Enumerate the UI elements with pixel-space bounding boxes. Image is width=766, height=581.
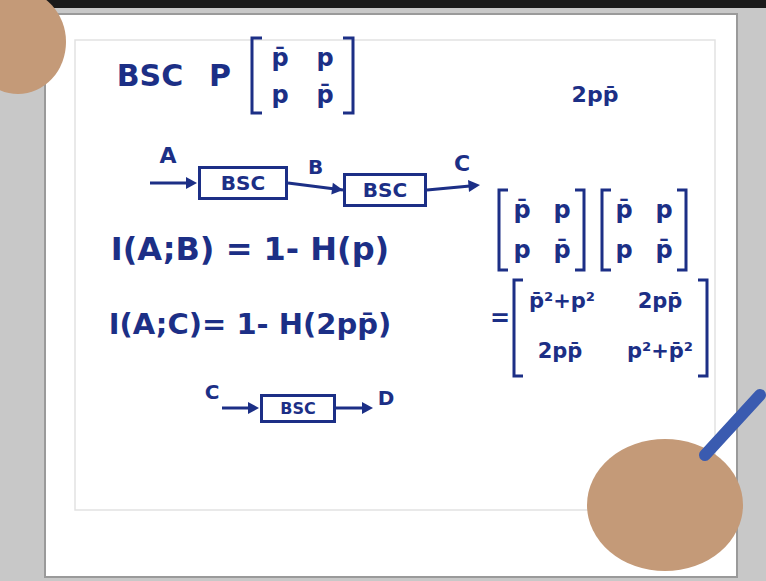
top-bar xyxy=(0,0,766,8)
box-label: BSC xyxy=(280,399,315,418)
paper-frame xyxy=(75,40,715,510)
handwritten-text: p xyxy=(316,45,333,71)
handwritten-text: P xyxy=(209,59,231,92)
handwritten-text: 2pp̄ xyxy=(538,340,583,363)
handwritten-text: p xyxy=(655,197,672,223)
handwritten-text: p̄²+p² xyxy=(529,290,595,313)
handwritten-text: C xyxy=(205,381,220,403)
handwritten-text: I(A;B) = 1- H(p) xyxy=(111,232,389,267)
handwritten-text: p̄ xyxy=(513,197,530,223)
handwritten-text: I(A;C)= 1- H(2pp̄) xyxy=(109,309,391,341)
handwritten-text: p xyxy=(513,237,530,263)
box-label: BSC xyxy=(363,178,407,202)
signal-arrows xyxy=(150,177,480,414)
pen xyxy=(705,395,760,455)
handwritten-text: D xyxy=(378,387,395,409)
channel-box: BSC xyxy=(260,394,336,423)
channel-box: BSC xyxy=(343,173,427,207)
handwritten-text: = xyxy=(490,305,510,331)
handwritten-text: p xyxy=(553,197,570,223)
handwritten-text: 2pp̄ xyxy=(638,290,683,313)
handwritten-text: p̄ xyxy=(271,45,288,71)
hand xyxy=(587,439,743,571)
hand xyxy=(0,0,66,94)
handwritten-text: p xyxy=(615,237,632,263)
arrow-head xyxy=(331,183,343,195)
box-label: BSC xyxy=(221,171,265,195)
handwritten-text: p xyxy=(271,82,288,108)
signal-name: B xyxy=(306,155,325,179)
handwritten-text: p̄ xyxy=(553,237,570,263)
handwritten-text: p²+p̄² xyxy=(627,340,693,363)
handwritten-text: C xyxy=(454,152,470,176)
channel-box: BSC xyxy=(198,166,288,200)
handwritten-text: A xyxy=(159,144,176,168)
handwritten-text: p̄ xyxy=(316,82,333,108)
channel-link xyxy=(288,183,343,195)
handwritten-text: p̄ xyxy=(655,237,672,263)
handwritten-text: p̄ xyxy=(615,197,632,223)
handwritten-text: BSC xyxy=(117,59,184,92)
handwritten-text: 2pp̄ xyxy=(572,83,619,107)
